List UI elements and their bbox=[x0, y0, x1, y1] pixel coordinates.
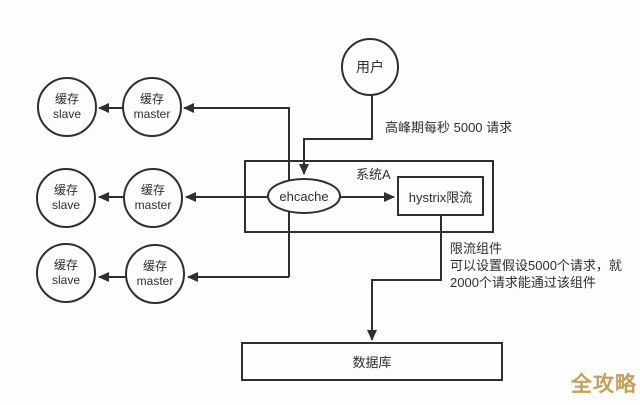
system-a-label: 系统A bbox=[356, 167, 391, 182]
cache-slave-1-line1: 缓存 bbox=[54, 92, 79, 106]
cache-master-3-line2: master bbox=[136, 274, 174, 288]
cache-master-1-line1: 缓存 bbox=[139, 92, 164, 106]
cache-slave-3-line2: slave bbox=[51, 273, 80, 287]
rate-limit-note-line3: 2000个请求能通过该组件 bbox=[450, 275, 596, 290]
hystrix-box bbox=[397, 176, 484, 216]
rate-limit-note-line2: 可以设置假设5000个请求，就 bbox=[450, 258, 622, 273]
arrow-user-to-ehcache bbox=[299, 95, 373, 175]
watermark-text: 全攻略 bbox=[571, 373, 637, 396]
database-label: 数据库 bbox=[352, 355, 392, 370]
cache-slave-1-line2: slave bbox=[52, 107, 81, 121]
cache-master-label-1: 缓存 master bbox=[123, 78, 181, 136]
cache-slave-circle-1 bbox=[37, 77, 97, 137]
user-node-label: 用户 bbox=[342, 39, 398, 95]
cache-master-1-line2: master bbox=[133, 107, 171, 121]
cache-slave-2-line2: slave bbox=[51, 198, 80, 212]
user-circle bbox=[341, 38, 399, 96]
database-box bbox=[241, 342, 503, 381]
ehcache-ellipse bbox=[267, 178, 341, 214]
cache-slave-label-2: 缓存 slave bbox=[37, 169, 95, 227]
hystrix-label: hystrix限流 bbox=[408, 189, 473, 205]
user-node-text: 用户 bbox=[356, 59, 384, 75]
arrow-hystrix-to-database bbox=[367, 216, 442, 341]
cache-master-3-line1: 缓存 bbox=[142, 259, 167, 273]
cache-slave-circle-3 bbox=[36, 243, 96, 303]
cache-master-label-2: 缓存 master bbox=[124, 169, 182, 227]
rate-limit-note-line1: 限流组件 bbox=[450, 241, 503, 256]
cache-slave-label-3: 缓存 slave bbox=[37, 244, 95, 302]
cache-slave-label-1: 缓存 slave bbox=[38, 78, 96, 136]
cache-master-2-line1: 缓存 bbox=[140, 183, 165, 197]
peak-traffic-label: 高峰期每秒 5000 请求 bbox=[385, 120, 513, 135]
ehcache-label: ehcache bbox=[279, 188, 329, 204]
cache-slave-circle-2 bbox=[36, 168, 96, 228]
cache-master-2-line2: master bbox=[134, 198, 172, 212]
cache-slave-2-line1: 缓存 bbox=[53, 183, 78, 197]
cache-master-circle-3 bbox=[125, 244, 185, 304]
rate-limit-note: 限流组件 可以设置假设5000个请求，就 2000个请求能通过该组件 bbox=[450, 240, 622, 291]
cache-master-label-3: 缓存 master bbox=[126, 245, 184, 303]
cache-slave-3-line1: 缓存 bbox=[53, 258, 78, 272]
